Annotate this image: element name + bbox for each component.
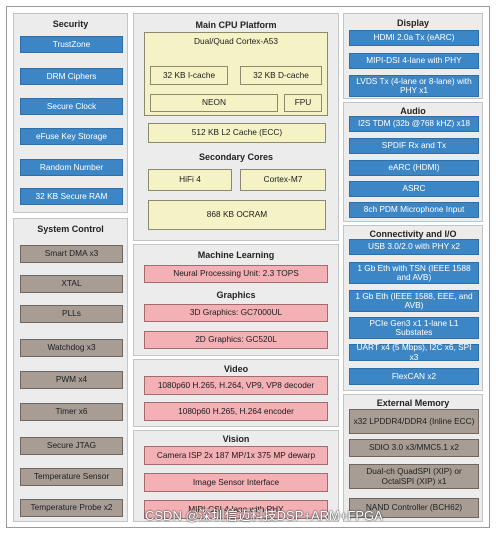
sysctrl-temp-sensor: Temperature Sensor — [20, 468, 123, 486]
security-secure-clock: Secure Clock — [20, 98, 123, 115]
conn-pcie: PCIe Gen3 x1 1-lane L1 Substates — [349, 317, 479, 339]
audio-panel: Audio I2S TDM (32b @768 kHZ) x18 SPDIF R… — [343, 102, 483, 222]
conn-flexcan: FlexCAN x2 — [349, 368, 479, 385]
vision-image-sensor: Image Sensor Interface — [144, 473, 328, 492]
memory-lpddr4: x32 LPDDR4/DDR4 (Inline ECC) — [349, 409, 479, 434]
connectivity-panel: Connectivity and I/O USB 3.0/2.0 with PH… — [343, 225, 483, 391]
external-memory-panel: External Memory x32 LPDDR4/DDR4 (Inline … — [343, 394, 483, 522]
display-mipi-dsi: MIPI-DSI 4-lane with PHY — [349, 53, 479, 69]
security-title: Security — [52, 19, 89, 29]
cpu-icache: 32 KB I-cache — [150, 66, 228, 85]
vision-mipi-csi: MIPI-CSI 4-lane with PHY — [144, 500, 328, 519]
video-panel: Video 1080p60 H.265, H.264, VP9, VP8 dec… — [133, 359, 339, 427]
system-control-title: System Control — [37, 224, 104, 234]
sysctrl-xtal: XTAL — [20, 275, 123, 293]
vision-title: Vision — [222, 434, 250, 444]
vision-panel: Vision Camera ISP 2x 187 MP/1x 375 MP de… — [133, 430, 339, 522]
display-panel: Display HDMI 2.0a Tx (eARC) MIPI-DSI 4-l… — [343, 13, 483, 99]
cpu-fpu: FPU — [284, 94, 322, 112]
sysctrl-pwm: PWM x4 — [20, 371, 123, 389]
audio-earc: eARC (HDMI) — [349, 160, 479, 176]
display-hdmi: HDMI 2.0a Tx (eARC) — [349, 30, 479, 46]
security-panel: Security TrustZone DRM Ciphers Secure Cl… — [13, 13, 128, 213]
video-decoder: 1080p60 H.265, H.264, VP9, VP8 decoder — [144, 376, 328, 395]
security-trustzone: TrustZone — [20, 36, 123, 53]
conn-eth-tsn: 1 Gb Eth with TSN (IEEE 1588 and AVB) — [349, 262, 479, 284]
security-secure-ram: 32 KB Secure RAM — [20, 188, 123, 205]
cpu-neon: NEON — [150, 94, 278, 112]
display-lvds: LVDS Tx (4-lane or 8-lane) with PHY x1 — [349, 75, 479, 97]
ml-title: Machine Learning — [197, 250, 275, 260]
csdn-watermark: CSDN @深圳信迈科技DSP+ARM+FPGA — [145, 508, 383, 523]
ml-npu: Neural Processing Unit: 2.3 TOPS — [144, 265, 328, 283]
graphics-3d: 3D Graphics: GC7000UL — [144, 304, 328, 322]
security-drm-ciphers: DRM Ciphers — [20, 68, 123, 85]
security-random-number: Random Number — [20, 159, 123, 176]
cpu-dcache: 32 KB D-cache — [240, 66, 322, 85]
video-encoder: 1080p60 H.265, H.264 encoder — [144, 402, 328, 421]
secondary-hifi4: HiFi 4 — [148, 169, 232, 191]
memory-quadspi: Dual-ch QuadSPI (XIP) or OctalSPI (XIP) … — [349, 464, 479, 489]
sysctrl-watchdog: Watchdog x3 — [20, 339, 123, 357]
sysctrl-plls: PLLs — [20, 305, 123, 323]
sysctrl-secure-jtag: Secure JTAG — [20, 437, 123, 455]
audio-pdm-mic: 8ch PDM Microphone Input — [349, 202, 479, 218]
secondary-cores-title: Secondary Cores — [198, 152, 274, 162]
sysctrl-timer: Timer x6 — [20, 403, 123, 421]
secondary-cortex-m7: Cortex-M7 — [240, 169, 326, 191]
audio-spdif: SPDIF Rx and Tx — [349, 138, 479, 154]
main-cpu-panel: Main CPU Platform Dual/Quad Cortex-A53 3… — [133, 13, 339, 241]
display-title: Display — [396, 18, 429, 28]
conn-eth: 1 Gb Eth (IEEE 1588, EEE, and AVB) — [349, 290, 479, 312]
cpu-l2-cache: 512 KB L2 Cache (ECC) — [148, 123, 326, 143]
sysctrl-temp-probe: Temperature Probe x2 — [20, 499, 123, 517]
system-control-panel: System Control Smart DMA x3 XTAL PLLs Wa… — [13, 218, 128, 522]
sysctrl-smart-dma: Smart DMA x3 — [20, 245, 123, 263]
memory-sdio-mmc: SDIO 3.0 x3/MMC5.1 x2 — [349, 439, 479, 457]
ml-graphics-panel: Machine Learning Neural Processing Unit:… — [133, 244, 339, 356]
main-cpu-title: Main CPU Platform — [195, 20, 277, 30]
graphics-2d: 2D Graphics: GC520L — [144, 331, 328, 349]
memory-title: External Memory — [376, 398, 450, 408]
secondary-ocram: 868 KB OCRAM — [148, 200, 326, 230]
audio-title: Audio — [400, 106, 426, 116]
audio-asrc: ASRC — [349, 181, 479, 197]
connectivity-title: Connectivity and I/O — [369, 229, 457, 239]
memory-nand: NAND Controller (BCH62) — [349, 498, 479, 518]
video-title: Video — [223, 364, 249, 374]
graphics-title: Graphics — [216, 290, 256, 300]
conn-uart-i2c-spi: UART x4 (5 Mbps), I2C x6, SPI x3 — [349, 343, 479, 361]
security-efuse: eFuse Key Storage — [20, 128, 123, 145]
vision-camera-isp: Camera ISP 2x 187 MP/1x 375 MP dewarp — [144, 446, 328, 465]
audio-i2s-tdm: I2S TDM (32b @768 kHZ) x18 — [349, 116, 479, 132]
cpu-core-label: Dual/Quad Cortex-A53 — [194, 36, 278, 47]
conn-usb: USB 3.0/2.0 with PHY x2 — [349, 239, 479, 255]
